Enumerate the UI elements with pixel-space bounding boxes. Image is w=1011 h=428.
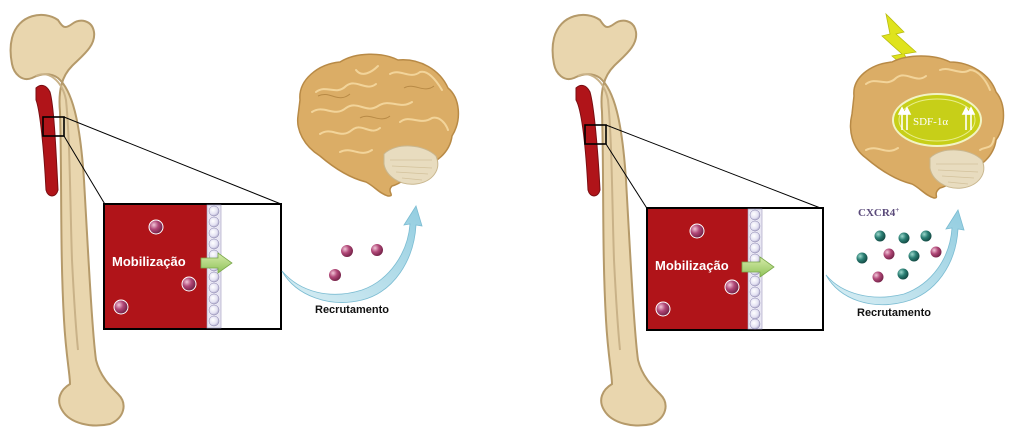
- stem-cell: [883, 248, 895, 260]
- mobilization-label: Mobilização: [112, 254, 186, 269]
- panel-right: Mobilização: [553, 14, 1004, 425]
- stem-cell: [930, 246, 942, 258]
- stem-cell: [725, 280, 739, 294]
- sdf-1a-label: SDF-1α: [913, 116, 948, 128]
- stem-cell: [114, 300, 128, 314]
- stem-cell: [690, 224, 704, 238]
- marrow-inset: Mobilização: [647, 208, 823, 330]
- recruitment-arrow: [826, 210, 964, 305]
- mobilization-label: Mobilização: [655, 258, 729, 273]
- stem-cell: [872, 271, 884, 283]
- cxcr4-cell: [856, 252, 868, 264]
- stem-cell: [149, 220, 163, 234]
- marrow-inset: Mobilização: [104, 204, 281, 329]
- cxcr4-label: CXCR4+: [858, 206, 899, 219]
- stem-cell: [341, 245, 354, 258]
- panel-left: Mobilização: [11, 15, 459, 426]
- stem-cell: [329, 269, 342, 282]
- brain-icon: SDF-1α: [851, 56, 1004, 198]
- brain-icon: [298, 54, 459, 196]
- recruitment-label: Recrutamento: [315, 304, 389, 316]
- cxcr4-cell: [874, 230, 886, 242]
- cxcr4-cell: [898, 232, 910, 244]
- cxcr4-cell: [920, 230, 932, 242]
- recruitment-label: Recrutamento: [857, 307, 931, 319]
- stem-cell: [182, 277, 196, 291]
- stem-cell: [371, 244, 384, 257]
- cxcr4-cell: [897, 268, 909, 280]
- cxcr4-cell: [908, 250, 920, 262]
- stem-cell: [656, 302, 670, 316]
- cell-cluster: [856, 230, 942, 283]
- sdf-1a-expression: SDF-1α: [893, 94, 981, 146]
